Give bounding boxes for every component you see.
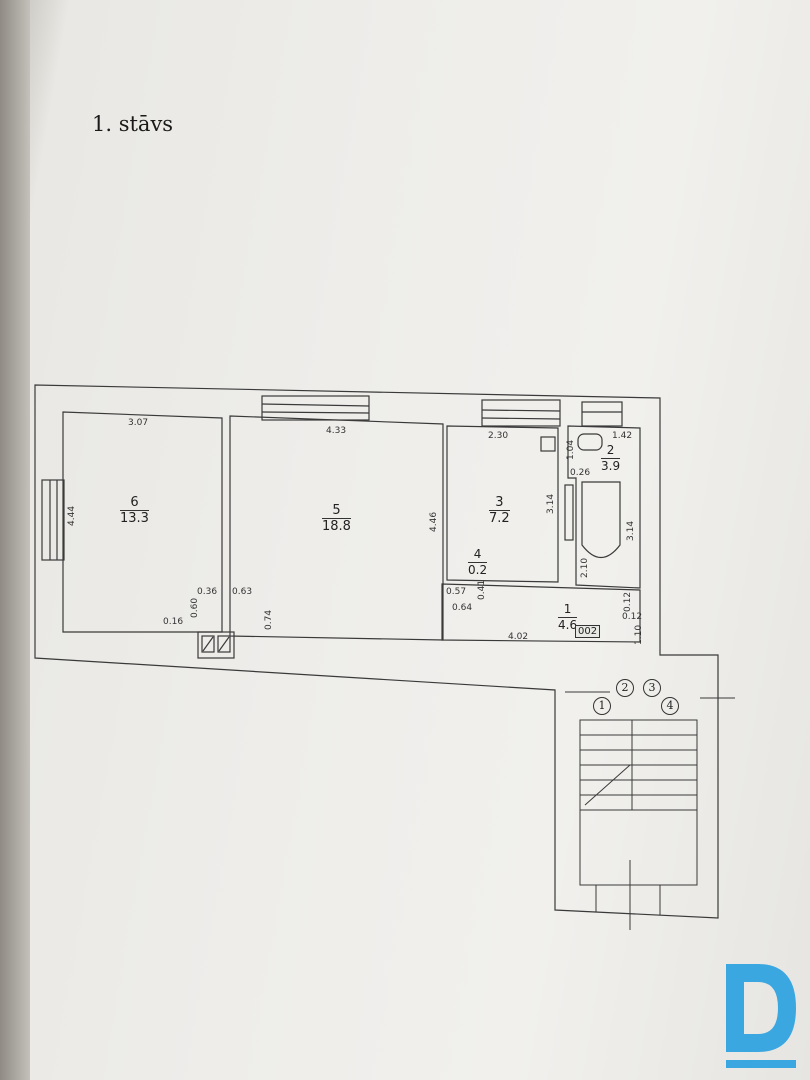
- dimension-label: 0.26: [570, 468, 591, 478]
- dimension-label: 3.14: [626, 520, 636, 541]
- dimension-label: 2.30: [488, 431, 509, 441]
- room-1-outline: [441, 583, 641, 643]
- dimension-label: 3.07: [128, 418, 149, 428]
- dimension-label: 4.02: [508, 632, 529, 642]
- toilet: [577, 433, 603, 451]
- dimension-label: 4.46: [429, 511, 439, 532]
- axis-marker: 2: [616, 679, 634, 697]
- staircase: [565, 691, 735, 930]
- dimension-label: 0.64: [452, 603, 473, 613]
- dimension-label: 0.74: [264, 609, 274, 630]
- bathtub: [581, 481, 621, 559]
- dimension-label: 0.60: [190, 597, 200, 618]
- dimension-label: 0.12: [623, 591, 633, 612]
- room-2-outline: [567, 425, 641, 589]
- book-spine: [0, 0, 30, 1080]
- heater: [564, 484, 574, 541]
- dimension-label: 2.10: [580, 557, 590, 578]
- room-3-outline: [446, 425, 559, 583]
- vent-shafts: [197, 631, 235, 659]
- axis-marker: 3: [643, 679, 661, 697]
- axis-marker: 1: [593, 697, 611, 715]
- outer-wall: [34, 384, 719, 919]
- apartment-tag: 002: [575, 625, 601, 638]
- dimension-label: 0.57: [446, 587, 467, 597]
- floor-title: 1. stāvs: [92, 112, 174, 136]
- dimension-label: 3.14: [546, 493, 556, 514]
- dimension-label: 0.12: [622, 612, 643, 622]
- dimension-label: 0.36: [197, 587, 218, 597]
- windows: [41, 395, 623, 561]
- dimension-label: 0.16: [163, 617, 184, 627]
- dimension-label: 4.33: [326, 426, 347, 436]
- dimension-label: 1.04: [566, 439, 576, 460]
- axis-marker: 4: [661, 697, 679, 715]
- dimension-label: 1.10: [634, 624, 644, 645]
- dimension-label: 4.44: [67, 505, 77, 526]
- dimension-label: 0.63: [232, 587, 253, 597]
- dimension-label: 0.41: [477, 579, 487, 600]
- sink: [540, 436, 556, 452]
- brand-logo-icon: [726, 964, 796, 1068]
- dimension-label: 1.42: [612, 431, 633, 441]
